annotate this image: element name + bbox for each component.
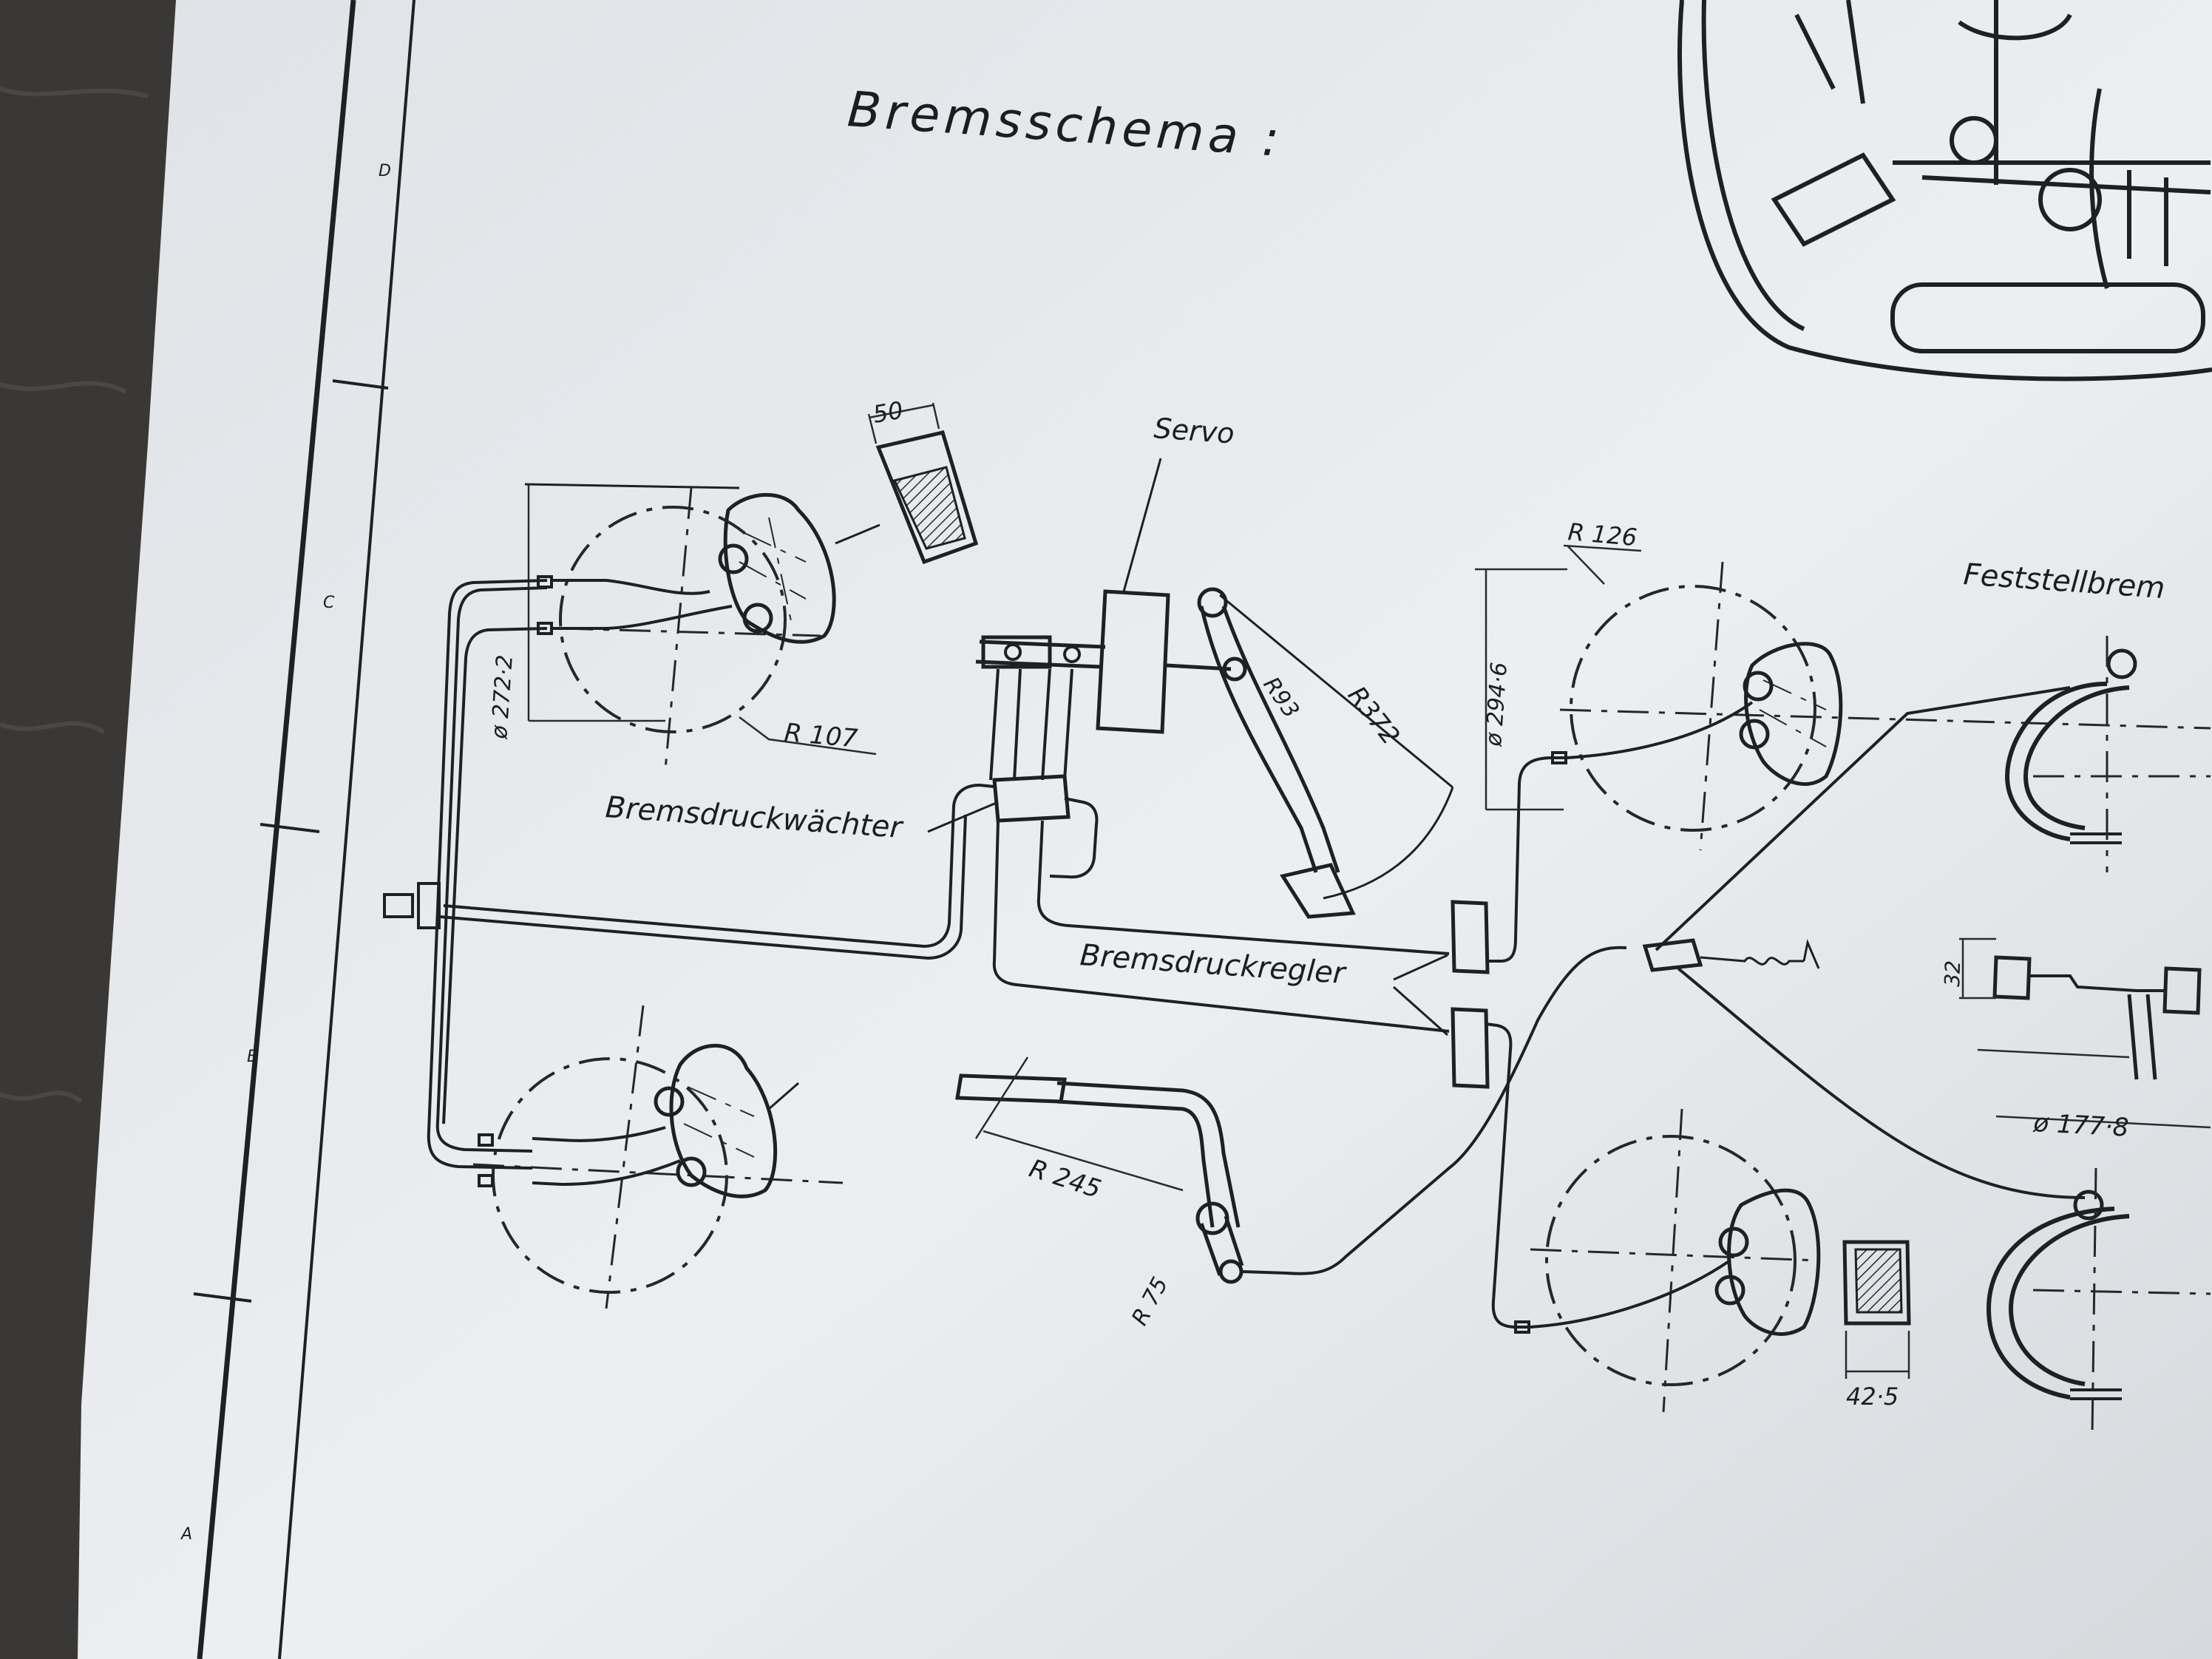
front-right-brake: R 126 ø 294·6 (1475, 518, 2211, 851)
rear-disc-radius-label: R 126 (1567, 518, 1638, 552)
rear-brake-pad: 42·5 (1842, 1240, 1911, 1411)
border-zone-letters: D C B A (180, 162, 391, 1544)
drawing-frame (193, 0, 415, 1659)
brake-lines (427, 579, 2086, 1329)
drum-shoe-dim-label: 32 (1940, 960, 1965, 987)
front-brake-pad: 50 (867, 396, 979, 565)
front-disc-diameter-label: ø 272·2 (486, 654, 518, 741)
pad-rear-width-label: 42·5 (1846, 1382, 1899, 1411)
front-left-brake: ø 272·2 R 107 (486, 483, 881, 770)
parking-brake-section: Feststellbrem 32 ø 177·8 (1642, 557, 2211, 1435)
servo-label: Servo (1153, 412, 1235, 449)
rear-right-brake (1530, 1108, 1821, 1413)
rear-disc-diameter-label: ø 294·6 (1481, 662, 1513, 748)
zone-letter: A (180, 1525, 192, 1544)
paper-sheet (78, 0, 2212, 1659)
pad-front-width-label: 50 (871, 396, 906, 428)
front-disc-radius-label: R 107 (783, 718, 859, 754)
zone-letter: B (247, 1048, 258, 1066)
zone-letter: D (379, 162, 391, 180)
drum-diameter-label: ø 177·8 (2032, 1108, 2130, 1143)
car-chassis-sketch (1677, 0, 2212, 381)
pipe-tee-fittings (383, 575, 1567, 1334)
zone-letter: C (323, 594, 335, 612)
